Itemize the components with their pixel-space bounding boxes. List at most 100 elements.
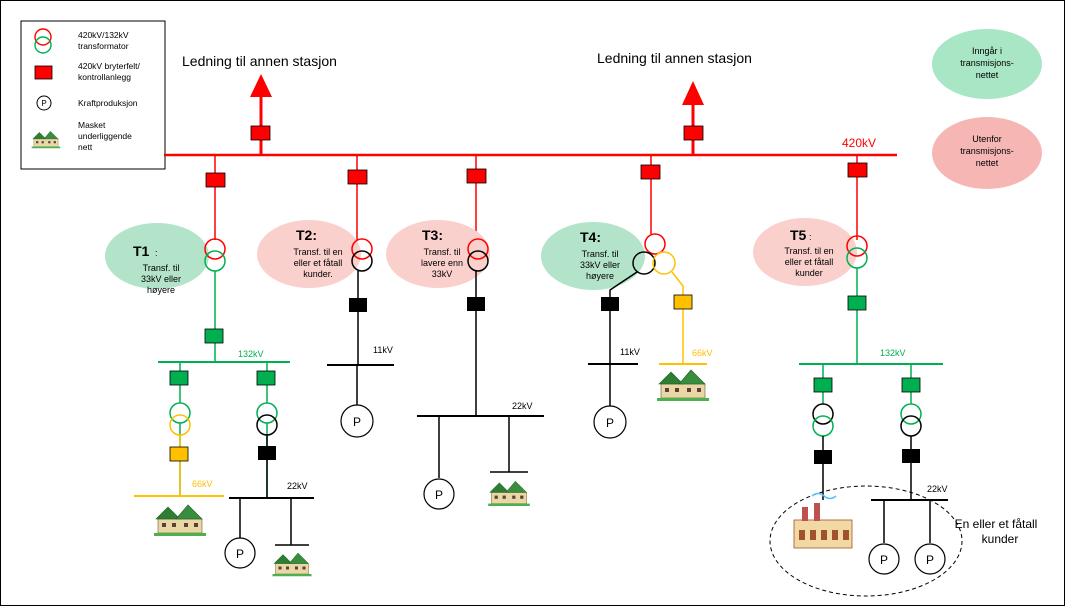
breaker-t1-22kv: [258, 446, 276, 460]
t2-production-icon: [340, 404, 374, 438]
breaker-t3-22kv: [467, 297, 485, 311]
breaker-t1: [205, 172, 226, 188]
t5-transformer-hv: [846, 235, 868, 257]
t2-transformer-hv: [351, 238, 373, 260]
t2-transformer-lv: [351, 250, 373, 272]
t5-left-transformer-hv: [812, 403, 834, 425]
breaker-t5-right-22kv: [902, 449, 920, 463]
t5-bus-voltage: 132kV: [880, 348, 906, 358]
breaker-t5-right: [901, 377, 921, 393]
inside-category-bubble: [932, 29, 1042, 99]
t1-production-icon: [224, 537, 256, 569]
line-to-other-station-label-right: Ledning til annen stasjon: [597, 50, 752, 66]
busbar-420kv-label: 420kV: [842, 136, 876, 150]
outgoing-line-right: [682, 81, 704, 155]
t1-right-voltage: 22kV: [287, 481, 308, 491]
legend-breaker-label: 420kV bryterfelt/kontrollanlegg: [78, 61, 141, 82]
legend-production-icon: [36, 95, 52, 111]
t1-title-suffix: :: [155, 248, 158, 258]
breaker-t4: [640, 164, 661, 180]
t4-right-voltage: 66kV: [692, 348, 713, 358]
t4-production-icon: [593, 405, 627, 439]
legend-transformer-icon: [34, 28, 52, 54]
t3-voltage: 22kV: [512, 401, 533, 411]
t4-meshed-net-icon: [656, 369, 710, 402]
t1-bubble: [105, 223, 209, 289]
t4-transformer-hv: [644, 233, 666, 255]
t5-production-symbol-1: P: [880, 553, 888, 567]
t5-bubble: [753, 218, 857, 286]
t4-title: T4:: [580, 229, 601, 245]
t5-title: T5: [790, 227, 807, 243]
breaker-t1-132: [204, 328, 224, 344]
breaker-t5-left: [813, 377, 833, 393]
outgoing-line-left: [250, 74, 272, 155]
breaker-t4-66kv: [673, 294, 693, 310]
t1-transformer-hv: [204, 238, 226, 260]
legend-production-label: Kraftproduksjon: [78, 98, 138, 108]
breaker-outgoing-left: [250, 125, 271, 141]
t1-right-meshed-net-icon: [272, 552, 312, 577]
few-customers-boundary: [769, 485, 963, 597]
t1-title: T1: [133, 243, 150, 259]
t4-left-voltage: 11kV: [620, 347, 640, 357]
t3-production-symbol: P: [435, 488, 443, 502]
t5-production-icon-2: [914, 543, 946, 575]
t1-left-transformer-hv: [169, 402, 191, 424]
legend-production-symbol: P: [41, 99, 46, 108]
breaker-t1-66kv: [169, 446, 189, 462]
t3-transformer-hv: [467, 238, 489, 260]
breaker-t1-right: [256, 370, 276, 386]
legend-breaker-icon: [34, 65, 53, 80]
t5-right-transformer-hv: [900, 403, 922, 425]
t5-sub-voltage: 22kV: [927, 484, 948, 494]
breaker-outgoing-right: [683, 125, 704, 141]
t5-title-suffix: :: [809, 232, 812, 242]
t4-bubble: [541, 222, 645, 290]
breaker-t3: [466, 168, 487, 184]
t3-meshed-net-icon: [487, 480, 531, 507]
t1-right-transformer-hv: [256, 402, 278, 424]
breaker-t2-11kv: [349, 298, 367, 312]
t5-production-symbol-2: P: [926, 553, 934, 567]
breaker-t1-left: [169, 370, 189, 386]
breaker-t4-11kv: [601, 297, 619, 311]
t2-title: T2:: [296, 227, 317, 243]
t3-title: T3:: [422, 227, 443, 243]
t3-transformer-lv: [467, 250, 489, 272]
outside-category-bubble: [932, 117, 1042, 189]
breaker-t5-left-22kv: [814, 450, 832, 464]
t1-left-voltage: 66kV: [192, 479, 213, 489]
t3-production-icon: [423, 478, 455, 510]
t5-production-icon-1: [868, 543, 900, 575]
t2-bubble: [257, 220, 361, 288]
t1-production-symbol: P: [236, 547, 244, 561]
factory-icon: [793, 492, 853, 549]
breaker-t2: [347, 169, 368, 185]
t3-bubble: [386, 220, 490, 288]
t2-voltage: 11kV: [373, 345, 393, 355]
t4-transformer-lv-left: [632, 251, 656, 275]
t1-bus-voltage: 132kV: [238, 349, 264, 359]
t4-transformer-lv-right: [652, 251, 676, 275]
t4-production-symbol: P: [606, 416, 614, 430]
breaker-t5: [847, 162, 868, 178]
